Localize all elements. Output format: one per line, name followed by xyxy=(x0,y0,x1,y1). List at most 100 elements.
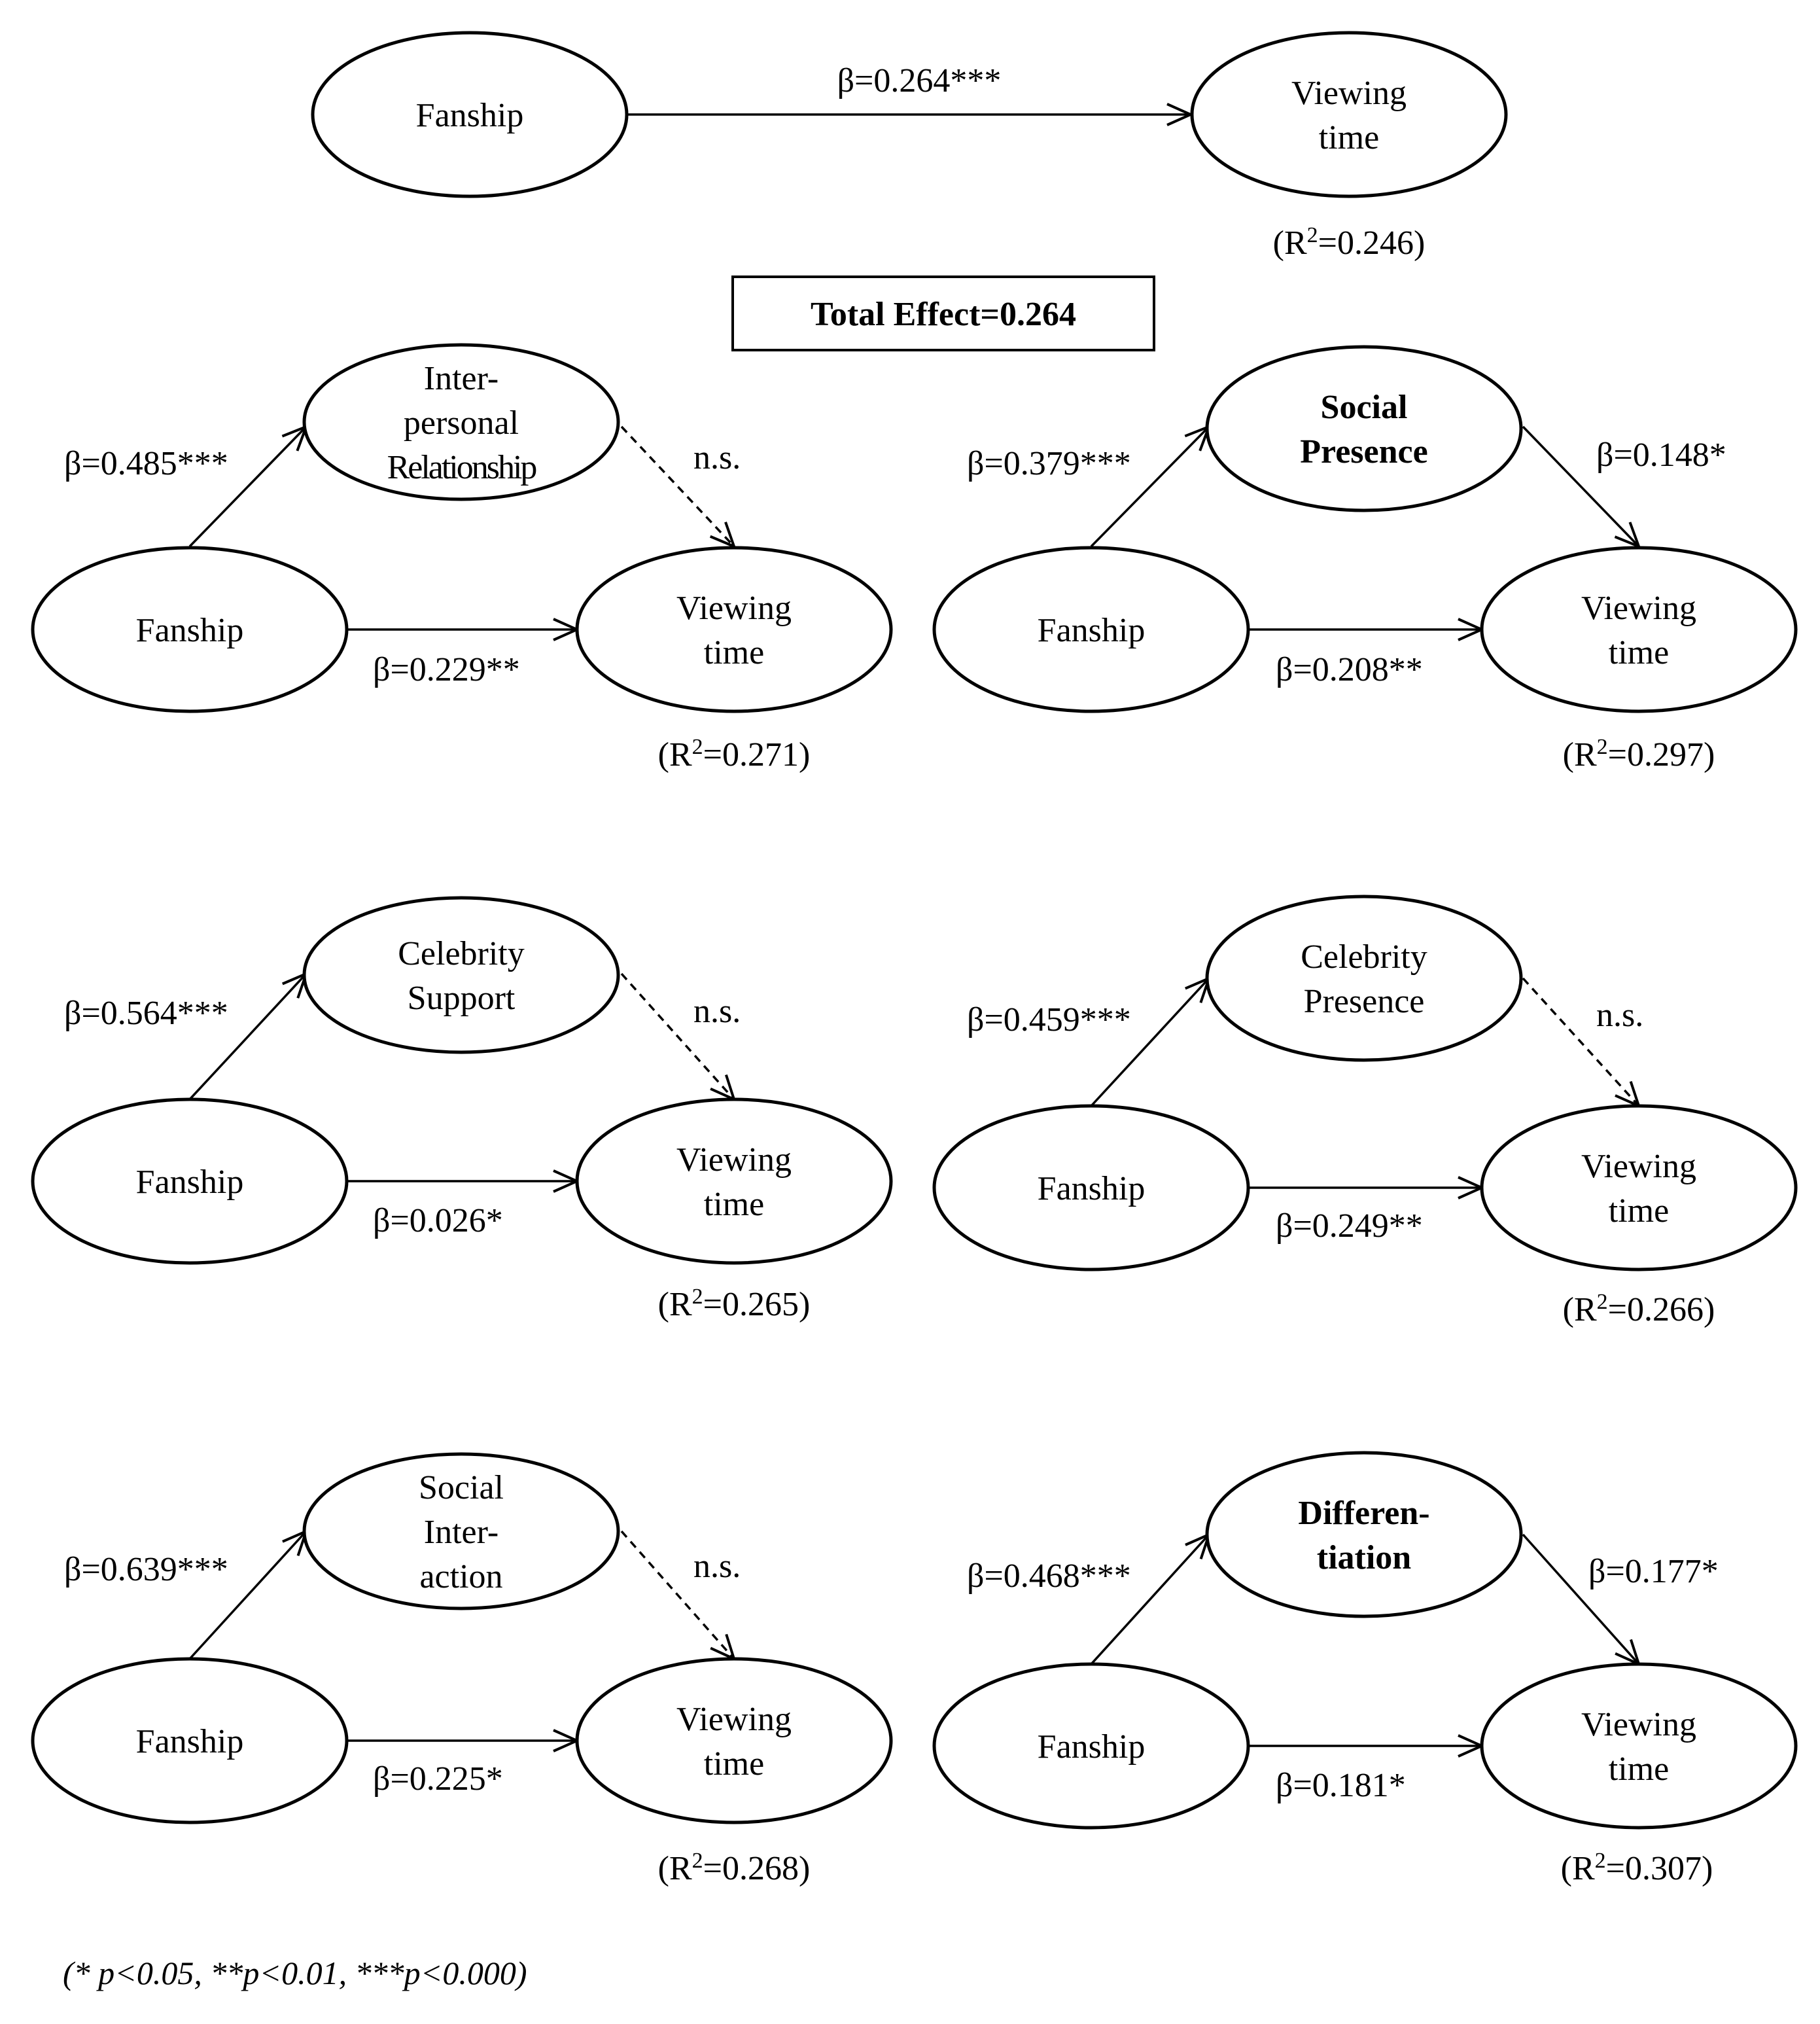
node-ellipse xyxy=(302,1452,620,1610)
node-label-line: Support xyxy=(408,980,516,1017)
node-ellipse xyxy=(31,1657,349,1824)
labels-layer: β=0.264*** β=0.485*** n.s. β=0.229** β=0.379… xyxy=(64,62,1726,1887)
node-label-line: Fanship xyxy=(1038,1728,1146,1766)
total-effect-label: Total Effect=0.264 xyxy=(811,296,1076,333)
r-squared-top: (R2=0.246) xyxy=(1273,223,1426,262)
node-label-line: Social xyxy=(419,1469,504,1506)
r-squared-f: (R2=0.307) xyxy=(1561,1849,1713,1887)
node-c-viewing: Viewing time xyxy=(575,1097,893,1265)
edge-label-b_fanship-to-b_viewing: β=0.208** xyxy=(1276,651,1423,688)
node-label-line: Celebrity xyxy=(1301,938,1427,976)
r-squared-b: (R2=0.297) xyxy=(1563,735,1715,773)
node-label-line: Viewing xyxy=(676,1701,792,1738)
edge-label-c_fanship-to-c_mediator: β=0.564*** xyxy=(64,995,228,1032)
node-ellipse xyxy=(932,1662,1250,1830)
node-label-line: time xyxy=(704,1186,764,1223)
node-label-line: Fanship xyxy=(136,612,244,649)
node-label-line: Viewing xyxy=(1291,75,1407,112)
node-label-line: Viewing xyxy=(676,1141,792,1179)
node-ellipse xyxy=(31,1097,349,1265)
node-label-line: Viewing xyxy=(1581,590,1696,627)
edge-label-d_mediator-to-d_viewing: n.s. xyxy=(1596,997,1643,1034)
edge-c_fanship-to-c_mediator xyxy=(188,974,306,1101)
edge-label-e_fanship-to-e_viewing: β=0.225* xyxy=(373,1760,503,1798)
edges-layer xyxy=(188,115,1639,1746)
edge-label-c_fanship-to-c_viewing: β=0.026* xyxy=(373,1202,503,1239)
edge-label-b_fanship-to-b_mediator: β=0.379*** xyxy=(967,445,1131,482)
node-ellipse xyxy=(575,1657,893,1824)
node-ellipse xyxy=(932,546,1250,713)
node-c-fanship: Fanship xyxy=(31,1097,349,1265)
edge-label-top_fanship-to-top_viewing: β=0.264*** xyxy=(837,62,1002,99)
edge-label-e_mediator-to-e_viewing: n.s. xyxy=(693,1548,741,1585)
node-label-line: time xyxy=(1609,1192,1669,1230)
edge-c_mediator-to-c_viewing xyxy=(620,972,734,1099)
node-label-line: time xyxy=(1609,1750,1669,1788)
edge-label-d_fanship-to-d_mediator: β=0.459*** xyxy=(967,1001,1131,1039)
node-label-line: Viewing xyxy=(1581,1706,1696,1743)
node-label-line: personal xyxy=(404,404,519,442)
node-b-fanship: Fanship xyxy=(932,546,1250,713)
node-label-line: action xyxy=(419,1558,502,1595)
node-ellipse xyxy=(932,1104,1250,1271)
edge-label-b_mediator-to-b_viewing: β=0.148* xyxy=(1596,436,1726,474)
node-label-line: Fanship xyxy=(416,97,524,134)
edge-f_mediator-to-f_viewing xyxy=(1522,1533,1639,1664)
edge-label-a_fanship-to-a_viewing: β=0.229** xyxy=(373,651,520,688)
r-squared-d: (R2=0.266) xyxy=(1563,1290,1715,1328)
node-label-line: Fanship xyxy=(1038,612,1146,649)
r-squared-c: (R2=0.265) xyxy=(658,1285,811,1323)
node-e-fanship: Fanship xyxy=(31,1657,349,1824)
edge-label-d_fanship-to-d_viewing: β=0.249** xyxy=(1276,1207,1423,1245)
node-label-line: time xyxy=(1609,634,1669,671)
edge-d_mediator-to-d_viewing xyxy=(1522,977,1639,1106)
edge-label-f_mediator-to-f_viewing: β=0.177* xyxy=(1588,1553,1719,1590)
edge-a_fanship-to-a_mediator xyxy=(188,427,306,548)
node-label-line: Fanship xyxy=(136,1723,244,1760)
edge-label-f_fanship-to-f_mediator: β=0.468*** xyxy=(967,1557,1131,1595)
node-label-line: Presence xyxy=(1304,983,1425,1020)
node-f-fanship: Fanship xyxy=(932,1662,1250,1830)
nodes-layer: FanshipViewingtimeInter-personalRelation… xyxy=(31,31,1798,1830)
node-d-fanship: Fanship xyxy=(932,1104,1250,1271)
node-ellipse xyxy=(1190,31,1508,198)
node-label-line: Celebrity xyxy=(398,935,525,972)
total-effect-box: Total Effect=0.264 xyxy=(731,275,1155,351)
node-ellipse xyxy=(575,1097,893,1265)
node-label-line: Viewing xyxy=(676,590,792,627)
edge-f_fanship-to-f_mediator xyxy=(1090,1535,1209,1665)
node-label-line: Social xyxy=(1321,389,1408,426)
node-a-fanship: Fanship xyxy=(31,546,349,713)
edge-label-a_mediator-to-a_viewing: n.s. xyxy=(693,439,741,476)
edge-label-a_fanship-to-a_mediator: β=0.485*** xyxy=(64,445,228,482)
node-ellipse xyxy=(1480,1104,1798,1271)
edge-d_fanship-to-d_mediator xyxy=(1090,978,1209,1107)
node-label-line: Inter- xyxy=(424,360,499,397)
node-ellipse xyxy=(1205,895,1523,1062)
node-ellipse xyxy=(1205,1451,1523,1618)
node-ellipse xyxy=(1480,546,1798,713)
r-squared-a: (R2=0.271) xyxy=(658,735,811,773)
edge-label-c_mediator-to-c_viewing: n.s. xyxy=(693,993,741,1030)
node-label-line: Inter- xyxy=(424,1514,499,1551)
node-f-mediator: Differen-tiation xyxy=(1205,1451,1523,1618)
significance-footnote: (* p<0.05, **p<0.01, ***p<0.000) xyxy=(63,1955,527,1991)
node-label-line: Relationship xyxy=(387,449,536,486)
node-top-fanship: Fanship xyxy=(311,31,629,198)
node-ellipse xyxy=(1205,345,1523,512)
node-label-line: time xyxy=(704,1745,764,1783)
node-label-line: Fanship xyxy=(1038,1170,1146,1207)
node-f-viewing: Viewing time xyxy=(1480,1662,1798,1830)
node-b-viewing: Viewing time xyxy=(1480,546,1798,713)
edge-b_mediator-to-b_viewing xyxy=(1522,425,1639,546)
edge-e_mediator-to-e_viewing xyxy=(620,1530,734,1659)
node-label-line: Presence xyxy=(1300,433,1427,470)
node-label-line: tiation xyxy=(1317,1539,1412,1576)
edge-e_fanship-to-e_mediator xyxy=(188,1531,306,1660)
node-label-line: Fanship xyxy=(136,1163,244,1201)
